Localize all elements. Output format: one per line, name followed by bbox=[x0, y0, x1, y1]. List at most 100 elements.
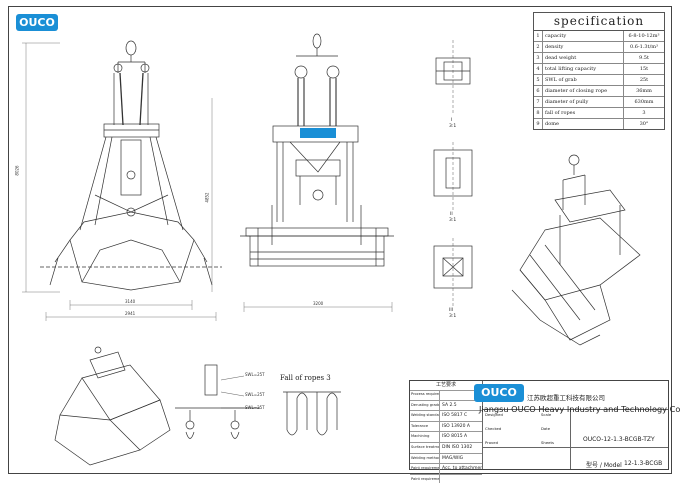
spec-no: 1 bbox=[534, 31, 543, 41]
company-name-en: Jiangsu OUCO Heavy Industry and Technolo… bbox=[479, 404, 680, 414]
spec-name: dead weight bbox=[543, 53, 624, 63]
spec-no: 5 bbox=[534, 75, 543, 85]
drawing-frame bbox=[8, 6, 672, 474]
process-row: Paint requirementsAcc. to attachment bbox=[410, 464, 482, 475]
title-divider bbox=[482, 409, 668, 410]
front-width-open-dim: 3140 bbox=[125, 299, 136, 304]
spec-value: 30° bbox=[639, 121, 649, 127]
front-view-grab bbox=[40, 40, 222, 291]
section-ii-label: II bbox=[450, 212, 453, 217]
process-key: Machining bbox=[410, 432, 440, 442]
spec-no: 2 bbox=[534, 42, 543, 52]
side-dimension-lines bbox=[243, 302, 393, 312]
spec-no: 4 bbox=[534, 64, 543, 74]
small-isometric-grab bbox=[54, 346, 171, 466]
drawing-code: OUCO-12-1.3-BCGB-TZY bbox=[583, 436, 655, 443]
brand-logo: OUCO bbox=[16, 14, 58, 31]
process-key: Derusting grade bbox=[410, 400, 440, 411]
sign-designed: Designed bbox=[485, 412, 503, 417]
process-key: Tolerance bbox=[410, 421, 440, 432]
process-key: Welding method bbox=[410, 453, 440, 464]
title-divider-2 bbox=[482, 447, 668, 448]
spec-no: 9 bbox=[534, 119, 543, 129]
process-row: Paint requirements bbox=[410, 474, 482, 483]
sign-sheets: Sheets bbox=[541, 440, 554, 445]
process-key: Process requirements bbox=[410, 390, 440, 400]
spec-value: 630mm bbox=[634, 99, 654, 105]
process-key: Paint requirements bbox=[410, 464, 440, 474]
spec-value: 3 bbox=[642, 110, 646, 116]
spec-name: total lifting capacity bbox=[543, 64, 624, 74]
process-value: MAG/WIG bbox=[442, 455, 464, 461]
hook-swl-2: SWL=25T bbox=[245, 392, 265, 397]
sign-checked: Checked bbox=[485, 426, 502, 431]
hook-detail bbox=[175, 364, 260, 439]
hook-swl-1: SWL=25T bbox=[245, 372, 265, 377]
section-i-label: I bbox=[451, 118, 453, 123]
title-divider-3 bbox=[570, 409, 571, 469]
specification-title: specification bbox=[534, 13, 664, 31]
process-requirements-header: 工艺要求 bbox=[410, 381, 482, 391]
title-block-logo: OUCO bbox=[474, 384, 524, 402]
process-value bbox=[440, 475, 482, 483]
section-i-scale: 3:1 bbox=[449, 124, 457, 129]
spec-name: dome bbox=[543, 119, 624, 129]
spec-value: 36mm bbox=[636, 88, 652, 94]
spec-name: diameter of pully bbox=[543, 97, 624, 107]
process-value: ISO 5817 C bbox=[442, 413, 468, 419]
process-key: Surface treatment bbox=[410, 442, 440, 453]
sign-proved: Proved bbox=[485, 440, 499, 445]
isometric-view-grab bbox=[511, 154, 641, 346]
process-value: SA 2.5 bbox=[442, 402, 457, 408]
spec-value: 6-8-10-12m³ bbox=[628, 33, 660, 39]
spec-no: 6 bbox=[534, 86, 543, 96]
section-iii-label: III bbox=[449, 308, 453, 313]
process-requirements-grid: 工艺要求 Process requirementsDerusting grade… bbox=[410, 381, 483, 483]
spec-name: SWL of grab bbox=[543, 75, 624, 85]
front-width-total-dim: 2941 bbox=[125, 311, 136, 316]
spec-name: fall of ropes bbox=[543, 108, 624, 118]
spec-no: 8 bbox=[534, 108, 543, 118]
side-width-dim: 3200 bbox=[313, 301, 324, 306]
sign-date: Date bbox=[541, 426, 551, 431]
front-inner-dim: 4852 bbox=[204, 192, 210, 203]
spec-no: 7 bbox=[534, 97, 543, 107]
process-value: ISO 13920 A bbox=[442, 423, 470, 429]
spec-name: diameter of closing rope bbox=[543, 86, 624, 96]
process-key: Paint requirements bbox=[410, 474, 440, 483]
fall-of-ropes-diagram bbox=[283, 391, 341, 436]
section-iii-scale: 3:1 bbox=[449, 314, 457, 319]
front-height-dim: 8026 bbox=[14, 165, 20, 176]
sign-scale: Scale bbox=[541, 412, 552, 417]
process-row: Surface treatmentDIN ISO 1302 bbox=[410, 442, 482, 454]
company-name-cn: 江苏欧超重工科技有限公司 bbox=[527, 394, 605, 402]
title-block: 工艺要求 Process requirementsDerusting grade… bbox=[409, 380, 669, 483]
front-dimension-lines bbox=[22, 42, 217, 321]
model-label: 型号 / Model bbox=[586, 462, 622, 469]
spec-value: 0.6-1.3t/m³ bbox=[629, 44, 659, 50]
side-view-grab bbox=[240, 33, 394, 267]
section-details bbox=[433, 40, 473, 306]
spec-name: density bbox=[543, 42, 624, 52]
process-value: ISO 8015 A bbox=[442, 434, 468, 440]
spec-name: capacity bbox=[543, 31, 624, 41]
process-key: Welding standard bbox=[410, 411, 440, 421]
